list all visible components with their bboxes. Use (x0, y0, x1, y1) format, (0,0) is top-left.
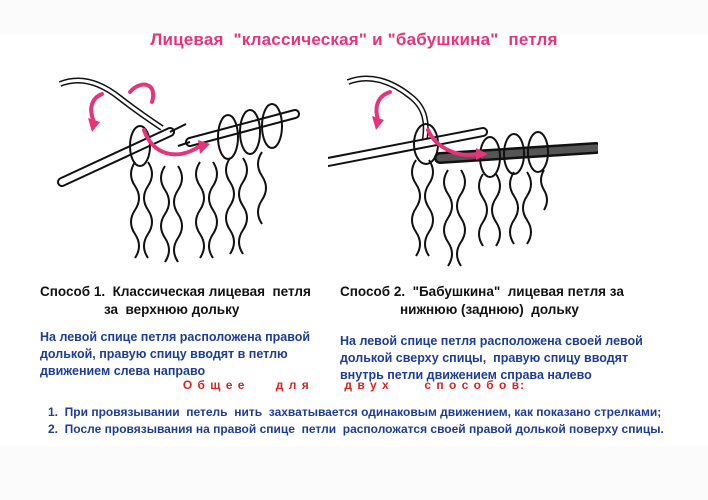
knitting-illustration-method-1 (40, 62, 300, 277)
method-2-desc-line-3: внутрь петли движением справа налево (340, 368, 592, 382)
method-1-caption-line-2: за верхнюю дольку (104, 302, 240, 317)
method-1-desc-line-1: На левой спице петля расположена правой (40, 330, 311, 344)
rule-item: 2. После провязывания на правой спице пе… (48, 422, 664, 436)
page-title: Лицевая "классическая" и "бабушкина" пет… (150, 30, 558, 49)
method-1-desc-line-2: долькой, правую спицу вводят в петлю (40, 347, 288, 361)
top-band (0, 0, 708, 34)
common-section-title: О б щ е е д л я д в у х с п о с о б о в: (182, 378, 526, 392)
bottom-band (0, 446, 708, 500)
method-2-caption-line-1: Способ 2. "Бабушкина" лицевая петля за (340, 284, 624, 299)
knitting-illustration-method-2 (328, 62, 598, 277)
method-2-caption-line-2: нижнюю (заднюю) дольку (400, 302, 579, 317)
method-2-desc-line-1: На левой спице петля расположена своей л… (340, 334, 643, 348)
method-2-desc-line-2: долькой сверху спицы, правую спицу вводя… (340, 351, 629, 365)
common-rules-list: 1. При провязывании петель нить захватыв… (48, 404, 664, 438)
method-1-caption-line-1: Способ 1. Классическая лицевая петля (40, 284, 311, 299)
method-1-desc-line-3: движением слева направо (40, 364, 206, 378)
rule-item: 1. При провязывании петель нить захватыв… (48, 405, 662, 419)
